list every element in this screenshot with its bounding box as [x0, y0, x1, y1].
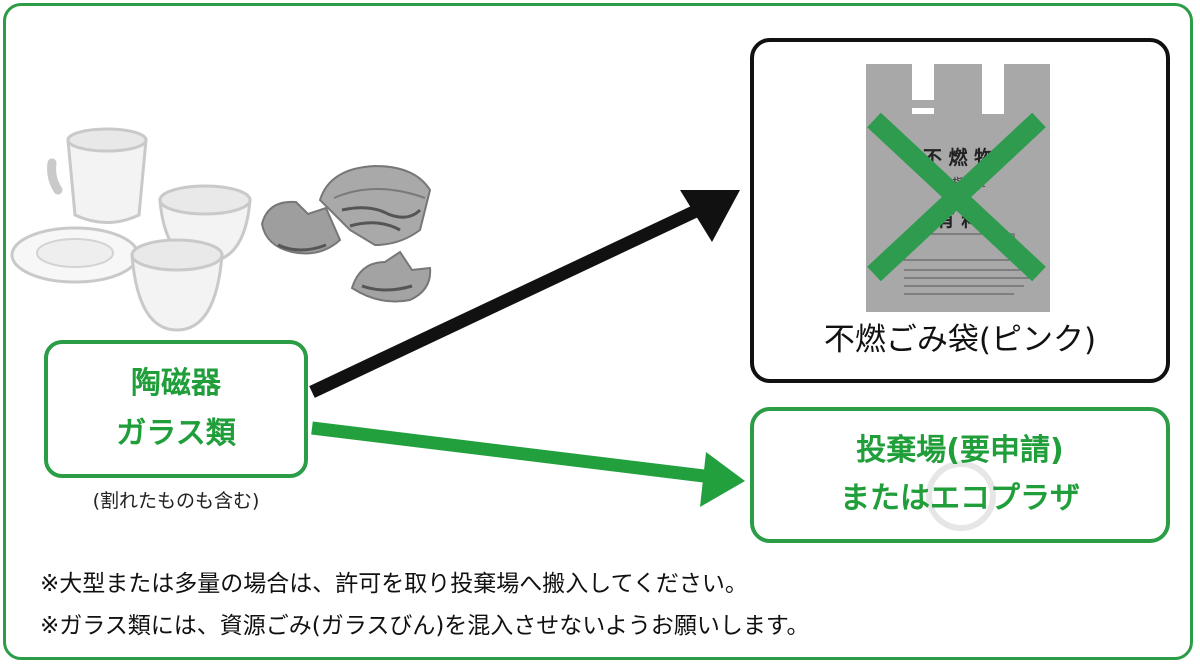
notes: ※大型または多量の場合は、許可を取り投棄場へ搬入してください。 ※ガラス類には、…: [40, 563, 810, 647]
note-no-recyclables: ※ガラス類には、資源ごみ(ガラスびん)を混入させないようお願いします。: [40, 613, 810, 639]
source-label-glass: ガラス類: [116, 416, 236, 451]
note-large-quantity: ※大型または多量の場合は、許可を取り投棄場へ搬入してください。: [40, 571, 748, 597]
destination-line1: 投棄場(要申請): [856, 433, 1064, 468]
bowl-front-icon: [130, 238, 224, 332]
bag-print-title: 不 燃 物: [923, 146, 993, 169]
outer-frame: [3, 3, 1193, 660]
cup-icon: [47, 127, 148, 224]
source-box: 陶磁器 ガラス類: [44, 340, 308, 478]
source-label-ceramics: 陶磁器: [131, 366, 221, 401]
source-note: (割れたものも含む): [92, 490, 260, 512]
arrow-to-bag: [309, 190, 740, 398]
broken-bowl-icon: [260, 164, 432, 303]
bag-label: 不燃ごみ袋(ピンク): [823, 322, 1097, 358]
bag-box: 不 燃 物 ごみ指定袋 有 料 不燃ごみ袋(ピンク): [750, 38, 1170, 383]
destination-box: 投棄場(要申請) またはエコプラザ: [750, 407, 1170, 543]
cross-mark-icon: [867, 112, 1046, 282]
arrow-to-destination: [311, 421, 745, 507]
circle-mark-icon: [926, 461, 996, 531]
destination-line2: またはエコプラザ: [840, 481, 1080, 516]
saucer-icon: [10, 226, 140, 284]
garbage-bag-icon: 不 燃 物 ごみ指定袋 有 料: [866, 64, 1050, 312]
